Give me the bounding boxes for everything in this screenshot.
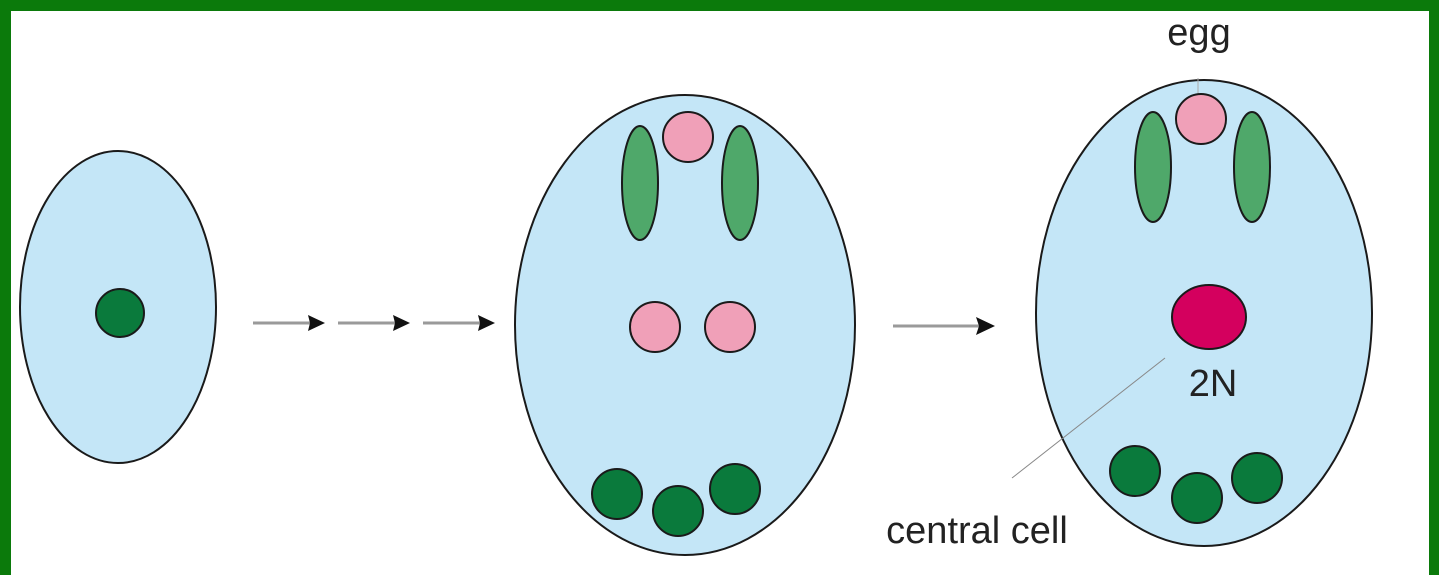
- synergid-right: [722, 126, 758, 240]
- mature-antipodal-right: [1232, 453, 1282, 503]
- central-cell-label: central cell: [886, 510, 1068, 552]
- ploidy-label: 2N: [1189, 363, 1238, 405]
- polar-nucleus-left: [630, 302, 680, 352]
- polar-nucleus-right: [705, 302, 755, 352]
- arrow: [338, 315, 410, 331]
- fused-polar-nucleus: [1172, 285, 1246, 349]
- mature-egg: [1176, 94, 1226, 144]
- stage-eight-nucleate-sac: [515, 95, 855, 555]
- mature-synergid-right: [1234, 112, 1270, 222]
- arrow: [423, 315, 495, 331]
- mature-antipodal-middle: [1172, 473, 1222, 523]
- development-arrow-2: [893, 317, 995, 335]
- synergid-left: [622, 126, 658, 240]
- antipodal-right: [710, 464, 760, 514]
- mature-synergid-left: [1135, 112, 1171, 222]
- egg-nucleus: [663, 112, 713, 162]
- stage-megaspore: [20, 151, 216, 463]
- stage-mature-sac: [1012, 78, 1372, 546]
- antipodal-left: [592, 469, 642, 519]
- megaspore-nucleus: [96, 289, 144, 337]
- development-arrows-1: [253, 315, 495, 331]
- mature-antipodal-left: [1110, 446, 1160, 496]
- arrow: [253, 315, 325, 331]
- egg-label: egg: [1167, 12, 1230, 54]
- antipodal-middle: [653, 486, 703, 536]
